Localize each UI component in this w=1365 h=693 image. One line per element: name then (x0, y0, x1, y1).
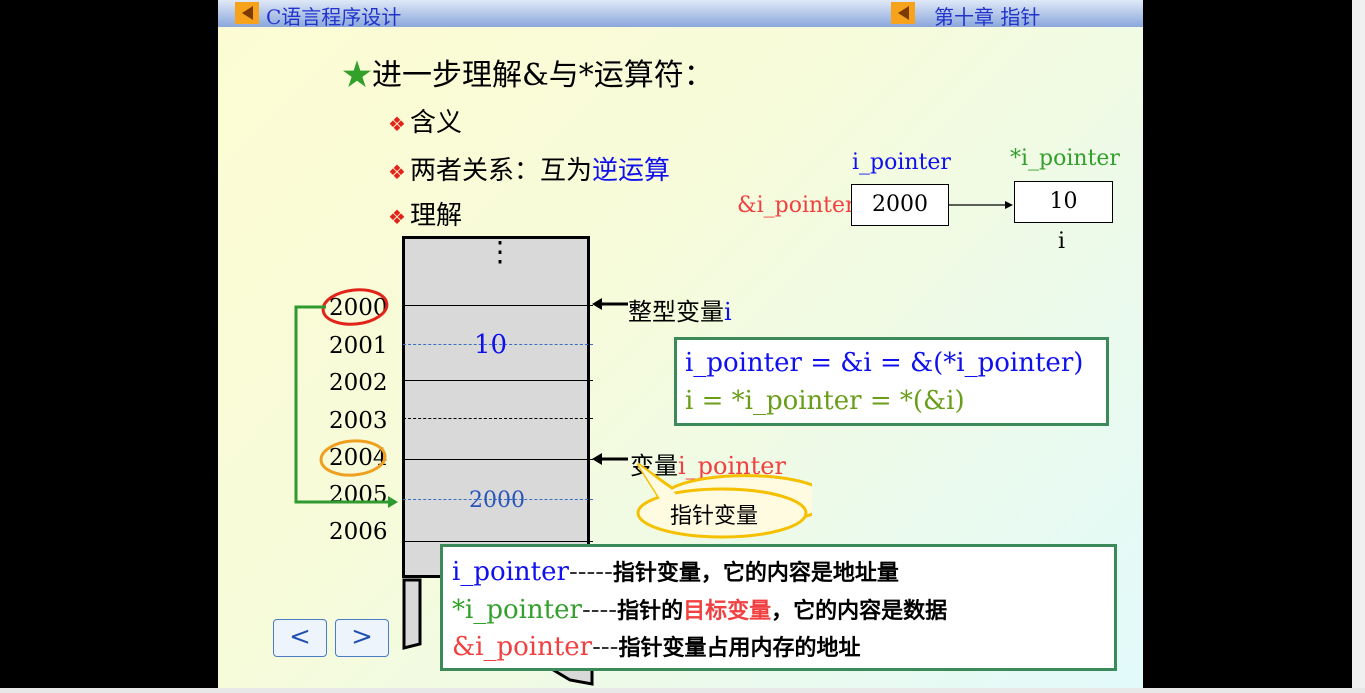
definition-term: i_pointer (452, 557, 569, 587)
mem-divider (403, 418, 593, 419)
address-annotations (294, 288, 398, 508)
prev-button[interactable]: < (273, 619, 327, 657)
mem-divider (403, 459, 593, 460)
definition-desc: 指针变量占用内存的地址 (618, 635, 861, 661)
pointer-arrow-icon (949, 201, 1013, 209)
arrow-left-icon (592, 298, 628, 310)
definition-dash: --- (592, 632, 619, 662)
definition-desc: ，它的内容是数据 (771, 598, 948, 624)
mem-divider (403, 499, 593, 500)
bullet-label: 含义 (409, 108, 462, 138)
next-button[interactable]: > (335, 619, 389, 657)
chapter-triangle-icon[interactable] (891, 2, 915, 24)
definition-row: *i_pointer----指针的目标变量，它的内容是数据 (452, 593, 947, 625)
definition-highlight: 目标变量 (683, 598, 772, 624)
slide-heading: ★进一步理解&与*运算符： (342, 50, 714, 94)
definition-term: *i_pointer (452, 595, 582, 625)
definitions-box: i_pointer-----指针变量，它的内容是地址量 *i_pointer--… (440, 544, 1117, 671)
scrollbar[interactable] (1352, 0, 1365, 688)
orange-circle-icon (319, 439, 387, 477)
target-box: 10 (1014, 181, 1113, 223)
slide: C语言程序设计 第十章 指针 ★进一步理解&与*运算符： ❖含义 ❖两者关系：互… (218, 0, 1143, 688)
relation-highlight: 逆运算 (591, 156, 670, 186)
memory-column (402, 236, 590, 578)
mem-divider (403, 344, 593, 345)
address-label: 2003 (329, 408, 388, 434)
pointer-name-label: i_pointer (852, 150, 951, 175)
definition-term: &i_pointer (452, 632, 593, 662)
target-name-label: i (1058, 229, 1066, 254)
callout-text: 指针变量 (670, 504, 759, 529)
definition-row: i_pointer-----指针变量，它的内容是地址量 (452, 555, 899, 587)
course-title: C语言程序设计 (266, 5, 402, 29)
address-name-label: &i_pointer (737, 193, 856, 218)
callout-bubble (636, 462, 812, 539)
mem-divider (403, 541, 593, 542)
definition-dash: ---- (581, 595, 618, 625)
back-triangle-icon[interactable] (235, 2, 259, 24)
address-label: 2001 (329, 333, 388, 359)
diamond-bullet-icon: ❖ (388, 160, 406, 184)
int-var-name: i (724, 298, 732, 326)
address-label: 2002 (329, 370, 388, 396)
memory-column-bottom (402, 578, 594, 686)
int-var-label: 整型变量i (628, 292, 732, 327)
bullet-meaning: ❖含义 (388, 102, 462, 139)
window-bottom-strip (0, 688, 1365, 693)
red-circle-icon (321, 288, 389, 326)
bullet-label: 两者关系：互为 (409, 156, 592, 186)
bullet-relation: ❖两者关系：互为逆运算 (388, 150, 670, 187)
ellipsis-icon: ⋮ (486, 235, 514, 268)
green-arrowhead-icon (388, 496, 398, 508)
mem-divider (403, 305, 593, 306)
diamond-bullet-icon: ❖ (388, 112, 406, 136)
bullet-label: 理解 (409, 201, 462, 231)
chapter-title: 第十章 指针 (934, 5, 1041, 29)
star-icon: ★ (342, 58, 372, 93)
int-var-prefix: 整型变量 (628, 298, 724, 326)
header-bar: C语言程序设计 第十章 指针 (218, 0, 1143, 29)
pointer-box: 2000 (851, 184, 949, 226)
definition-desc: 指针变量，它的内容是地址量 (612, 560, 899, 586)
bullet-understanding: ❖理解 (388, 195, 462, 232)
equations-box: i_pointer = &i = &(*i_pointer) i = *i_po… (674, 337, 1109, 426)
definition-dash: ----- (568, 557, 613, 587)
equation-line-1: i_pointer = &i = &(*i_pointer) (685, 348, 1084, 378)
cell-pointer-value: 2000 (469, 488, 525, 513)
cell-i-value: 10 (474, 330, 508, 360)
heading-text: 进一步理解&与*运算符： (372, 58, 714, 93)
address-label: 2005 (329, 482, 388, 508)
address-label: 2006 (329, 519, 388, 545)
definition-row: &i_pointer---指针变量占用内存的地址 (452, 630, 860, 662)
definition-desc: 指针的 (617, 598, 684, 624)
diamond-bullet-icon: ❖ (388, 205, 406, 229)
arrow-left-icon (592, 453, 628, 465)
equation-line-2: i = *i_pointer = *(&i) (685, 386, 965, 416)
deref-name-label: *i_pointer (1010, 146, 1120, 171)
mem-divider (403, 380, 593, 381)
